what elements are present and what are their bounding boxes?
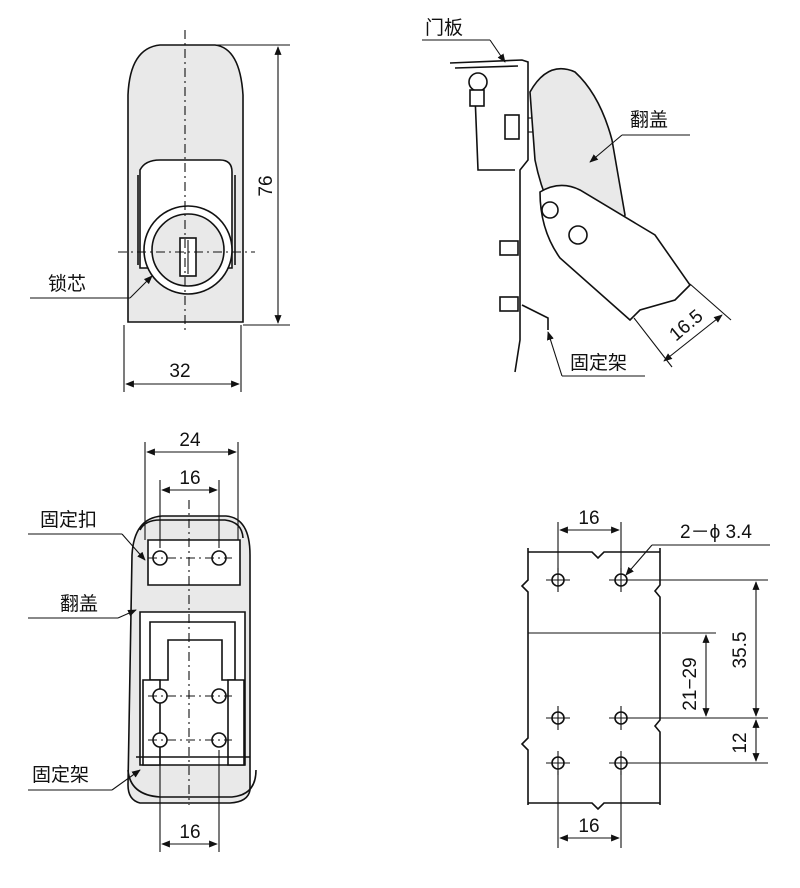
bottom-dim-hole-spacing-bottom: 16 <box>179 822 200 843</box>
bottom-view: 24 16 16 固定扣 翻盖 固定架 <box>28 430 257 852</box>
side-dim-offset: 16.5 <box>666 306 708 346</box>
bottom-dim-outer-width: 24 <box>179 430 201 451</box>
side-label-flip-cover: 翻盖 <box>630 109 668 131</box>
front-view: 76 32 锁芯 <box>30 30 290 392</box>
side-label-fixed-bracket: 固定架 <box>570 352 627 374</box>
holes-dim-top-spacing: 16 <box>578 508 599 529</box>
front-dim-width: 32 <box>169 361 190 382</box>
holes-dim-vertical-range: 21−29 <box>680 657 701 710</box>
side-view: 门板 翻盖 固定架 16.5 <box>422 17 732 377</box>
bottom-label-fixed-catch: 固定扣 <box>40 509 97 531</box>
side-label-door-panel: 门板 <box>425 17 463 39</box>
front-label-lock-core: 锁芯 <box>48 273 86 295</box>
holes-dim-bottom-spacing: 16 <box>578 816 599 837</box>
bottom-label-flip-cover: 翻盖 <box>60 593 98 615</box>
bottom-label-fixed-bracket: 固定架 <box>32 764 89 786</box>
bottom-dim-hole-spacing-top: 16 <box>179 468 200 489</box>
holes-spec-label: 2－ϕ 3.4 <box>680 522 752 543</box>
hole-pattern-view: 16 16 2－ϕ 3.4 35.5 21−29 12 <box>520 508 770 848</box>
holes-dim-vertical-small: 12 <box>730 732 751 753</box>
front-dim-height: 76 <box>256 175 277 196</box>
holes-dim-vertical-main: 35.5 <box>730 632 751 669</box>
